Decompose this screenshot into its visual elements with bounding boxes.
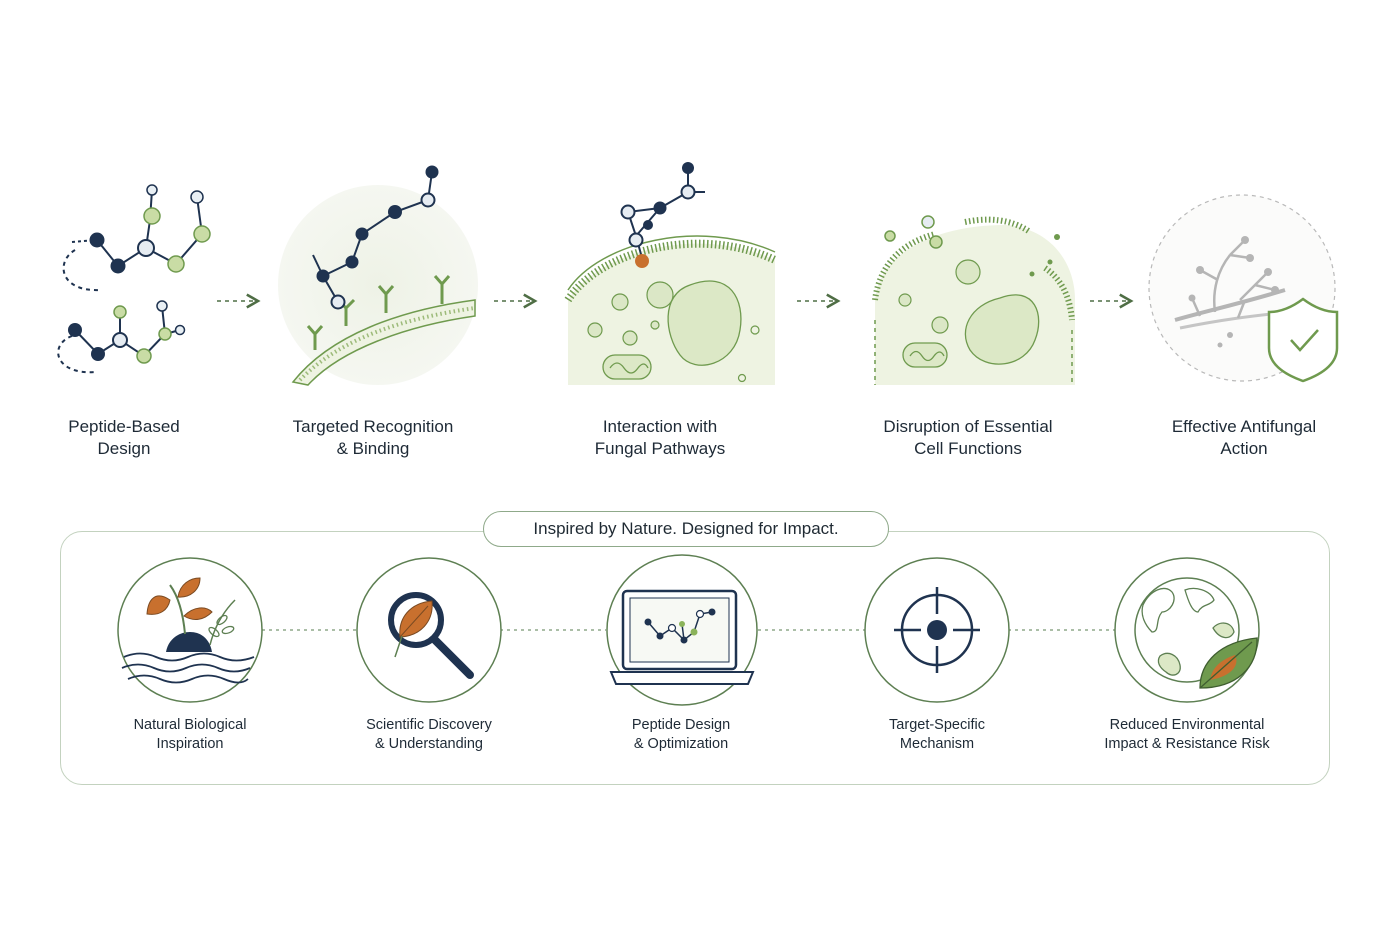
step-label-recognition: Targeted Recognition & Binding bbox=[263, 416, 483, 460]
tagline-text: Inspired by Nature. Designed for Impact. bbox=[533, 519, 839, 538]
step-label-line: Cell Functions bbox=[914, 439, 1022, 458]
feature-label-line: Natural Biological bbox=[133, 717, 247, 733]
step-label-line: Fungal Pathways bbox=[594, 439, 726, 458]
tagline-banner: Inspired by Nature. Designed for Impact. bbox=[483, 511, 889, 547]
feature-label-line: Inspiration bbox=[156, 736, 224, 752]
feature-label-line: Mechanism bbox=[899, 736, 975, 752]
step-label-line: Effective Antifungal bbox=[1171, 417, 1317, 436]
feature-label-line: Scientific Discovery bbox=[366, 717, 492, 733]
step-label-interaction: Interaction with Fungal Pathways bbox=[550, 416, 770, 460]
step-label-line: Action bbox=[1220, 439, 1268, 458]
step-label-line: Interaction with bbox=[602, 417, 718, 436]
step-label-disruption: Disruption of Essential Cell Functions bbox=[858, 416, 1078, 460]
feature-label-environmental-impact: Reduced Environmental Impact & Resistanc… bbox=[1077, 716, 1297, 754]
step-label-antifungal-action: Effective Antifungal Action bbox=[1134, 416, 1354, 460]
feature-label-line: Reduced Environmental bbox=[1109, 717, 1265, 733]
process-illustrations bbox=[57, 162, 1339, 386]
peptide-chains-icon bbox=[57, 184, 211, 374]
feature-label-line: Target-Specific bbox=[889, 717, 985, 733]
step-label-peptide-design: Peptide-Based Design bbox=[14, 416, 234, 460]
disrupted-cell-icon bbox=[872, 215, 1075, 385]
feature-label-line: & Understanding bbox=[374, 736, 483, 752]
step-label-line: Peptide-Based bbox=[68, 417, 180, 436]
recognition-binding-icon bbox=[278, 165, 478, 386]
feature-label-natural-inspiration: Natural Biological Inspiration bbox=[80, 716, 300, 754]
feature-label-scientific-discovery: Scientific Discovery & Understanding bbox=[319, 716, 539, 754]
shield-mycelium-icon bbox=[1148, 194, 1339, 383]
feature-label-line: & Optimization bbox=[633, 736, 729, 752]
step-label-line: & Binding bbox=[336, 439, 410, 458]
fungal-cell-interaction-icon bbox=[564, 162, 777, 385]
step-label-line: Targeted Recognition bbox=[292, 417, 454, 436]
feature-label-target-specific: Target-Specific Mechanism bbox=[827, 716, 1047, 754]
feature-label-line: Impact & Resistance Risk bbox=[1104, 736, 1270, 752]
step-label-line: Design bbox=[97, 439, 151, 458]
step-label-line: Disruption of Essential bbox=[883, 417, 1053, 436]
feature-label-line: Peptide Design bbox=[631, 717, 731, 733]
feature-label-peptide-design: Peptide Design & Optimization bbox=[571, 716, 791, 754]
